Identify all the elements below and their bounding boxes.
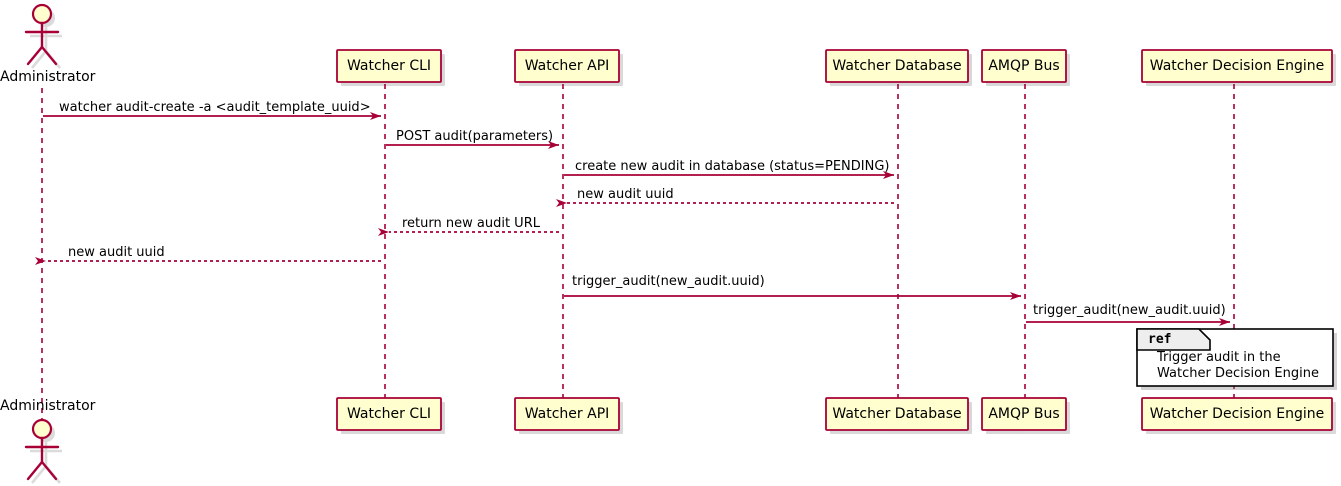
message-label-1: watcher audit-create -a <audit_template_… [59,100,371,115]
participant-label-watcher-cli-top[interactable]: Watcher CLI [346,58,432,74]
participant-boxes-bottom [336,397,1333,431]
participant-label-watcher-database-bottom[interactable]: Watcher Database [832,406,962,422]
participant-box-watcher-cli-bottom [336,397,442,431]
message-label-7: trigger_audit(new_audit.uuid) [572,274,765,289]
participant-label-watcher-database-top[interactable]: Watcher Database [832,58,962,74]
participant-box-watcher-cli-top [336,49,442,83]
message-label-4: new audit uuid [577,187,674,202]
participant-label-administrator-top: Administrator [0,69,96,85]
participant-label-watcher-decision-engine-bottom[interactable]: Watcher Decision Engine [1149,406,1325,422]
lifelines [41,84,1235,424]
participant-box-amqp-bus-bottom [981,397,1067,431]
participant-label-administrator-bottom: Administrator [0,398,96,414]
actor-figure-administrator-top [24,3,62,69]
participant-label-amqp-bus-bottom[interactable]: AMQP Bus [988,406,1060,422]
ref-fragment-line-1: Trigger audit in the [1157,350,1281,365]
message-label-6: new audit uuid [68,245,165,260]
participant-box-watcher-database-bottom [825,397,969,431]
participant-label-watcher-api-bottom[interactable]: Watcher API [524,406,610,422]
message-label-2: POST audit(parameters) [396,129,554,144]
ref-fragment [1136,328,1337,390]
message-label-3: create new audit in database (status=PEN… [575,159,890,174]
ref-fragment-tag: ref [1148,332,1172,347]
participant-label-watcher-api-top[interactable]: Watcher API [524,58,610,74]
actor-figure-administrator-bottom [24,418,62,484]
message-label-8: trigger_audit(new_audit.uuid) [1033,303,1226,318]
participant-box-watcher-api-top [514,49,620,83]
message-label-5: return new audit URL [402,216,540,231]
participant-label-watcher-decision-engine-top[interactable]: Watcher Decision Engine [1149,58,1325,74]
participant-box-watcher-decision-engine-top [1141,49,1333,83]
participant-label-watcher-cli-bottom[interactable]: Watcher CLI [346,406,432,422]
participant-boxes-top [336,49,1333,83]
participant-box-watcher-database-top [825,49,969,83]
participant-box-watcher-api-bottom [514,397,620,431]
participant-box-amqp-bus-top [981,49,1067,83]
message-arrows [35,112,1230,326]
participant-box-watcher-decision-engine-bottom [1141,397,1333,431]
ref-fragment-line-2: Watcher Decision Engine [1157,366,1319,381]
participant-label-amqp-bus-top[interactable]: AMQP Bus [988,58,1060,74]
